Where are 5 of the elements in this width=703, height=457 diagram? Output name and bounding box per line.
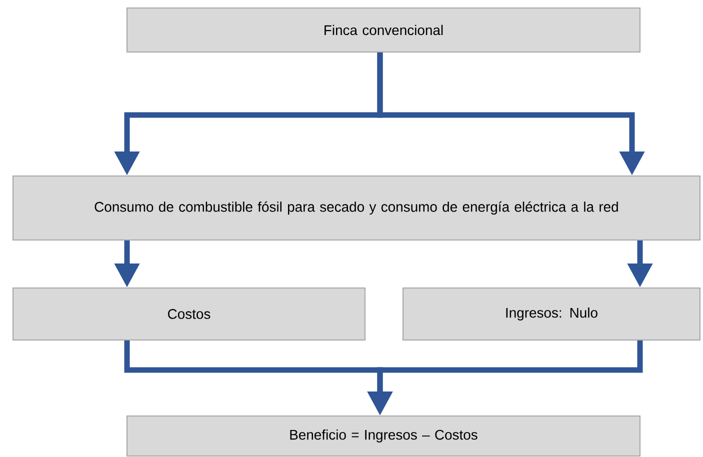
process-box: Consumo de combustible fósil para secado y consumo de energía eléctrica a la red (12, 175, 700, 240)
process-box: Beneficio = Ingresos – Costos (126, 415, 640, 456)
process-box: Ingresos: Nulo (402, 287, 700, 340)
process-box: Finca convencional (126, 8, 640, 52)
process-box: Costos (12, 287, 366, 340)
